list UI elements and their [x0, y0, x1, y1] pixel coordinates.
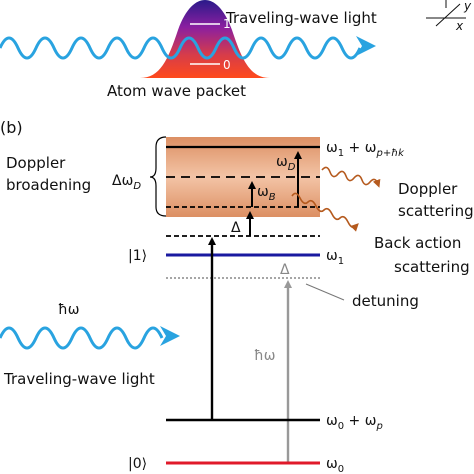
hbar-omega-center: ħω [254, 348, 275, 364]
delta-omega-d-label: ΔωD [112, 173, 141, 192]
level-0-label: ω0 [326, 456, 344, 474]
level-top-label: ω1 + ωp+ħk [326, 140, 405, 159]
traveling-wave-left [0, 326, 164, 350]
detuning-label: detuning [352, 292, 419, 310]
delta-label: Δ [231, 220, 241, 236]
omega-b-label: ωB [257, 184, 276, 203]
axis-x-label: x [455, 19, 464, 33]
traveling-wave-top-arrowhead [356, 36, 376, 56]
hbar-omega-left: ħω [58, 302, 79, 318]
traveling-wave-top [0, 36, 362, 60]
delta-gray-label: Δ [280, 262, 290, 278]
atom-wave-packet-label: Atom wave packet [107, 82, 246, 100]
ket-0-label: |0⟩ [128, 456, 147, 472]
level-p-label: ω0 + ωp [326, 413, 383, 432]
omega-d-label: ωD [276, 154, 296, 173]
doppler-scattering-line2: scattering [398, 202, 474, 220]
packet-level-0-label: 0 [223, 58, 231, 72]
doppler-broadening-line2: broadening [6, 176, 91, 194]
back-action-scattering-wave [291, 192, 359, 232]
doppler-broadening-line1: Doppler [6, 154, 66, 172]
packet-level-1-label: 1 [223, 17, 231, 31]
detuning-pointer [305, 283, 345, 301]
doppler-scattering-wave [321, 166, 381, 188]
coordinate-axes: y x [426, 0, 472, 33]
ket-1-label: |1⟩ [128, 248, 147, 264]
back-action-line1: Back action [374, 234, 461, 252]
doppler-brace [149, 136, 167, 217]
panel-b-label: (b) [0, 118, 23, 137]
doppler-scattering-line1: Doppler [398, 180, 458, 198]
top-traveling-wave-label: Traveling-wave light [225, 9, 377, 27]
top-panel: 1 0 Traveling-wave light Atom wave packe… [0, 0, 472, 100]
level-1-label: ω1 [326, 248, 344, 267]
back-action-line2: scattering [394, 258, 470, 276]
axis-y-label: y [463, 0, 472, 13]
panel-b-traveling-wave-label: Traveling-wave light [3, 370, 155, 388]
panel-b: (b) Doppler broadening ΔωD ωD ωB Δ ω1 + … [0, 118, 474, 474]
traveling-wave-left-arrowhead [160, 326, 180, 346]
